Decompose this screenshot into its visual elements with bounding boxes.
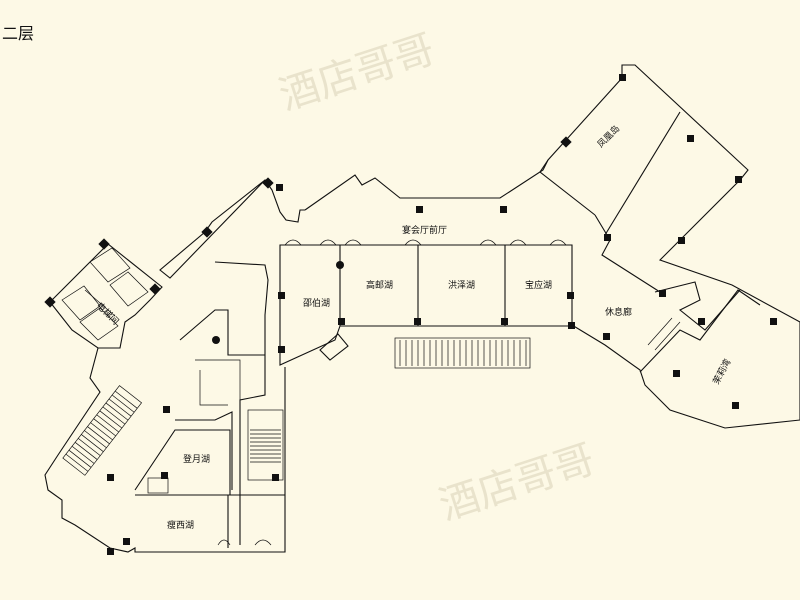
label-moli-bay: 茉莉湾 xyxy=(710,357,733,386)
interior-walls xyxy=(61,111,761,548)
structural-columns xyxy=(44,74,777,555)
label-elevator-hall: 电梯间 xyxy=(94,300,122,328)
outer-walls xyxy=(44,64,800,553)
label-dengyue-lake: 登月湖 xyxy=(183,454,210,465)
label-lounge-corridor: 休息廊 xyxy=(605,306,632,318)
watermark: 酒店哥哥 xyxy=(274,26,440,119)
watermark: 酒店哥哥 xyxy=(434,436,600,529)
label-shouxi-lake: 瘦西湖 xyxy=(167,519,194,531)
floor-label: 二层 xyxy=(2,24,35,43)
label-fenghuang-island: 凤凰岛 xyxy=(595,123,623,151)
label-gaoyou-lake: 高邮湖 xyxy=(366,279,393,291)
label-hongze-lake: 洪泽湖 xyxy=(448,279,475,291)
room-labels: 电梯间 凤凰岛 宴会厅前厅 高邮湖 洪泽湖 宝应湖 邵伯湖 休息廊 茉莉湾 登月… xyxy=(94,123,733,531)
label-baoying-lake: 宝应湖 xyxy=(525,279,552,291)
watermark-group: 酒店哥哥 酒店哥哥 xyxy=(274,26,600,529)
label-shaobo-lake: 邵伯湖 xyxy=(303,297,330,309)
label-banquet-foyer: 宴会厅前厅 xyxy=(402,224,447,236)
